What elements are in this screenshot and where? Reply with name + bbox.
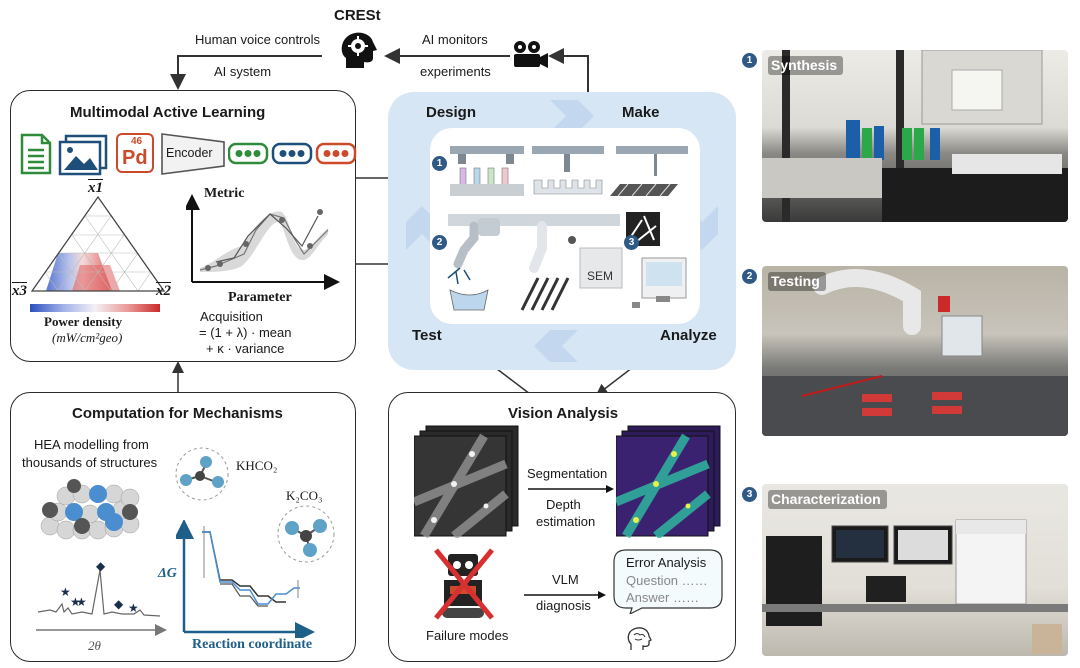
monitor-line-2: experiments (420, 64, 491, 79)
computation-title: Computation for Mechanisms (72, 405, 283, 422)
depth-line-1: Depth (546, 497, 581, 512)
pd-atomic-number: 46 (131, 136, 143, 147)
crest-label: CRESt (334, 7, 381, 24)
lab-equipment-illustration (447, 146, 688, 311)
ternary-x2-label: x2 (156, 283, 171, 299)
free-energy-plot (176, 520, 315, 638)
vision-title: Vision Analysis (508, 405, 619, 422)
testing-label: Testing (768, 272, 826, 291)
step-3-marker: 3 (624, 232, 639, 250)
segmented-image-stack (616, 425, 721, 538)
video-camera-icon (514, 41, 548, 68)
ternary-x3-label: x3 (12, 283, 27, 299)
cycle-make-label: Make (622, 104, 660, 121)
ternary-x1-label: x1 (88, 180, 103, 196)
error-analysis-title: Error Analysis (626, 555, 707, 570)
testing-photo: Testing (762, 266, 1068, 436)
khco2-molecule (175, 447, 229, 501)
robot-failure-icon (434, 548, 494, 620)
khco2-label: KHCO₂ (236, 458, 278, 473)
voice-line-2: AI system (214, 64, 272, 79)
brain-head-icon (627, 627, 652, 650)
vlm-arrow (524, 591, 606, 599)
power-density-colorbar (30, 304, 160, 312)
k2co3-molecule (277, 505, 335, 563)
monitor-line-1: AI monitors (422, 32, 488, 47)
hea-line-2: thousands of structures (22, 455, 158, 470)
characterization-label: Characterization (768, 490, 887, 509)
ai-head-gear-icon (341, 32, 377, 68)
acquisition-line-1: Acquisition (200, 309, 263, 324)
document-icon (20, 133, 52, 175)
svg-text:★: ★ (60, 585, 71, 599)
xrd-plot: ★★★◆◆★ (36, 560, 167, 636)
pd-symbol: Pd (122, 147, 148, 169)
synthesis-photo: Synthesis (762, 50, 1068, 222)
svg-text:★: ★ (70, 595, 81, 609)
colorbar-label: Power density (44, 314, 123, 329)
cycle-design-label: Design (426, 104, 477, 121)
encoder-shape (161, 133, 225, 175)
embedding-vectors (228, 142, 357, 165)
segmentation-label: Segmentation (527, 466, 608, 481)
acquisition-line-2: = (1 + λ) · mean (199, 325, 292, 340)
step-1-marker: 1 (432, 153, 447, 171)
photo-2-badge: 2 (742, 266, 757, 284)
hea-structure (40, 479, 140, 540)
svg-text:◆: ◆ (96, 560, 106, 573)
parameter-label: Parameter (228, 290, 292, 305)
colorbar-unit: (mW/cm²geo) (52, 330, 123, 345)
two-theta-label: 2θ (88, 638, 101, 653)
vlm-label: VLM (552, 572, 579, 587)
svg-text:◆: ◆ (114, 597, 124, 611)
palladium-element-tile: 46 Pd (116, 133, 154, 173)
error-analysis-bubble (613, 549, 723, 614)
testing-scene (762, 269, 1068, 436)
characterization-photo: Characterization (762, 484, 1068, 656)
acquisition-line-3: + κ · variance (206, 341, 285, 356)
svg-text:★: ★ (128, 601, 139, 615)
failure-modes-label: Failure modes (426, 628, 509, 643)
photo-3-badge: 3 (742, 484, 757, 502)
delta-g-label: ΔG (158, 566, 177, 581)
hea-line-1: HEA modelling from (34, 437, 149, 452)
depth-line-2: estimation (536, 514, 596, 529)
encoder-label: Encoder (166, 146, 213, 160)
mal-title: Multimodal Active Learning (70, 104, 266, 121)
synthesis-label: Synthesis (768, 56, 844, 75)
sem-label: SEM (587, 269, 614, 283)
ternary-plot (30, 195, 166, 292)
diagnosis-label: diagnosis (536, 598, 591, 613)
k2co3-label: K₂CO₃ (286, 488, 323, 503)
cycle-test-label: Test (412, 327, 442, 344)
reaction-coordinate-label: Reaction coordinate (192, 637, 313, 652)
voice-line-1: Human voice controls (195, 32, 320, 47)
error-question: Question …… (626, 573, 708, 588)
photo-1-badge: 1 (742, 50, 757, 68)
metric-label: Metric (204, 186, 245, 201)
cycle-analyze-label: Analyze (660, 327, 717, 344)
synthesis-scene (762, 50, 1068, 222)
segmentation-arrow (528, 485, 614, 493)
svg-text:★: ★ (76, 595, 87, 609)
acquisition-plot (186, 194, 340, 290)
image-gallery-icon (58, 134, 108, 176)
sem-image-stack (414, 425, 519, 538)
error-answer: Answer …… (626, 590, 699, 605)
step-2-marker: 2 (432, 232, 447, 250)
characterization-scene (762, 519, 1068, 654)
